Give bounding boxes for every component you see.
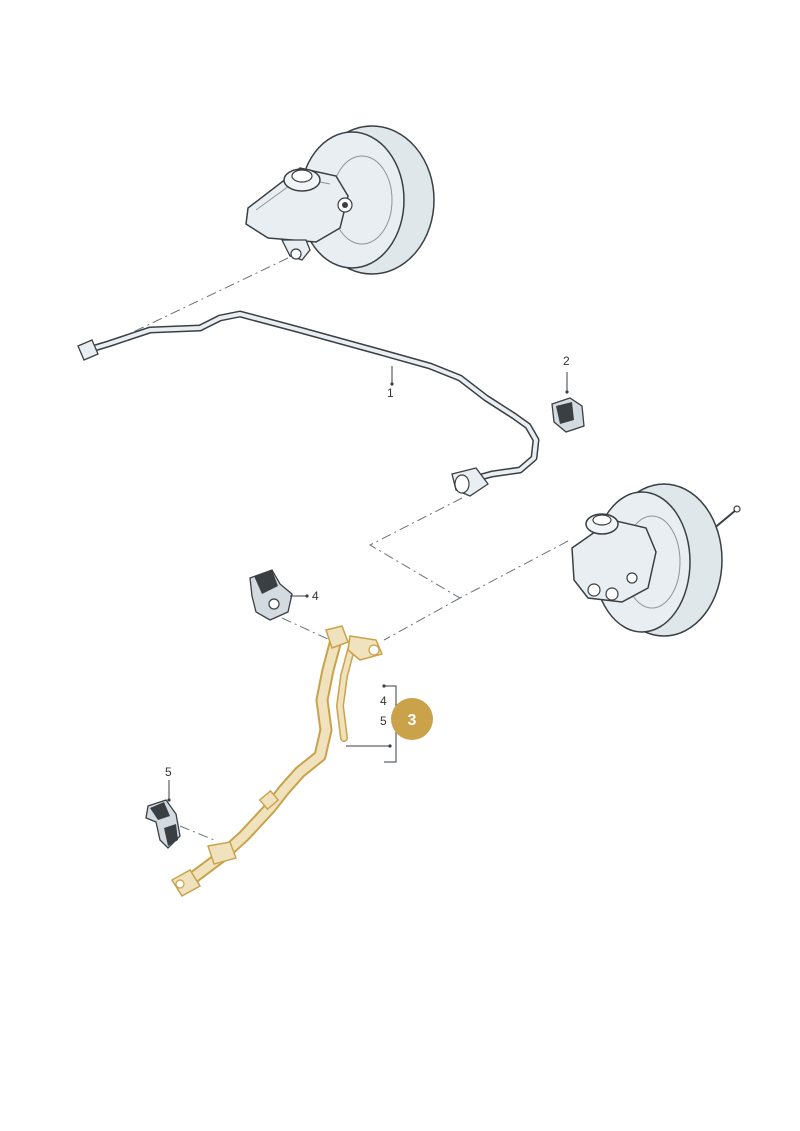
- upper-brake-booster-assembly: [245, 125, 435, 275]
- callout-label-part-4-top: 4: [312, 589, 319, 603]
- brake-pipe-part-1: [77, 310, 540, 497]
- callout-label-part-1: 1: [387, 386, 394, 400]
- clip-part-2: [551, 372, 585, 433]
- leader-line-upper: [105, 257, 289, 346]
- leader-line-lower: [383, 597, 461, 641]
- part-number-badge-text: 3: [408, 712, 417, 729]
- part-number-badge: 3: [391, 698, 433, 740]
- leader-line-middle: [368, 497, 571, 599]
- callout-group-bracket: [346, 684, 397, 763]
- callout-label-part-5-bottom: 5: [165, 765, 172, 779]
- callout-label-part-5-group: 5: [380, 714, 387, 728]
- callout-label-part-4-group: 4: [380, 694, 387, 708]
- callout-label-part-2: 2: [563, 354, 570, 368]
- hose-clip-part-5: [145, 780, 181, 849]
- highlighted-brake-hose-part-3: [170, 625, 384, 898]
- bracket-part-4: [249, 569, 309, 621]
- lower-brake-booster-assembly: [571, 483, 741, 637]
